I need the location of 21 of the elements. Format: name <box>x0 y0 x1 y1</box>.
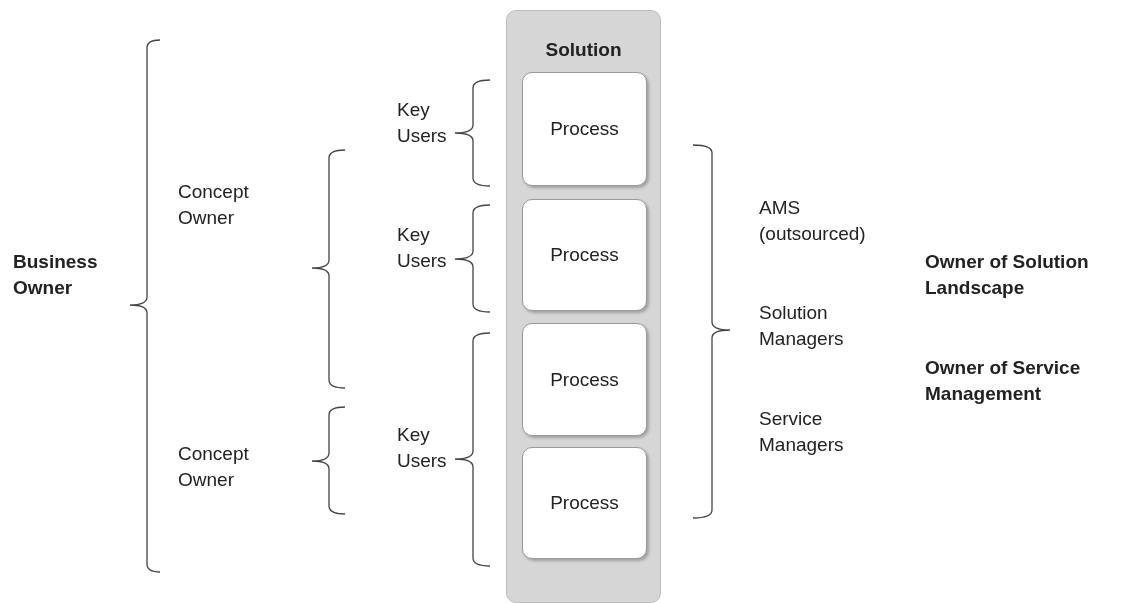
process-label: Process <box>550 117 619 141</box>
solution-panel <box>506 10 661 603</box>
process-label: Process <box>550 367 619 392</box>
role-label: Solution Managers <box>759 301 845 351</box>
process-box <box>522 72 647 186</box>
process-box <box>522 199 647 311</box>
role-label: Concept Owner <box>178 180 250 230</box>
role-label: Service Managers <box>759 407 845 457</box>
panel-title: Solution <box>544 38 623 62</box>
role-label: Key Users <box>397 98 448 148</box>
role-heading: Owner of Service Management <box>925 356 1082 406</box>
process-label: Process <box>550 243 619 267</box>
process-box <box>522 447 647 559</box>
role-heading: Owner of Solution Landscape <box>925 250 1090 300</box>
process-label: Process <box>550 491 619 515</box>
role-label: AMS (outsourced) <box>759 196 867 246</box>
process-box <box>522 323 647 436</box>
role-label: Concept Owner <box>178 442 250 492</box>
role-label: Key Users <box>397 223 448 273</box>
role-heading: Business Owner <box>13 250 99 300</box>
role-label: Key Users <box>397 423 448 473</box>
